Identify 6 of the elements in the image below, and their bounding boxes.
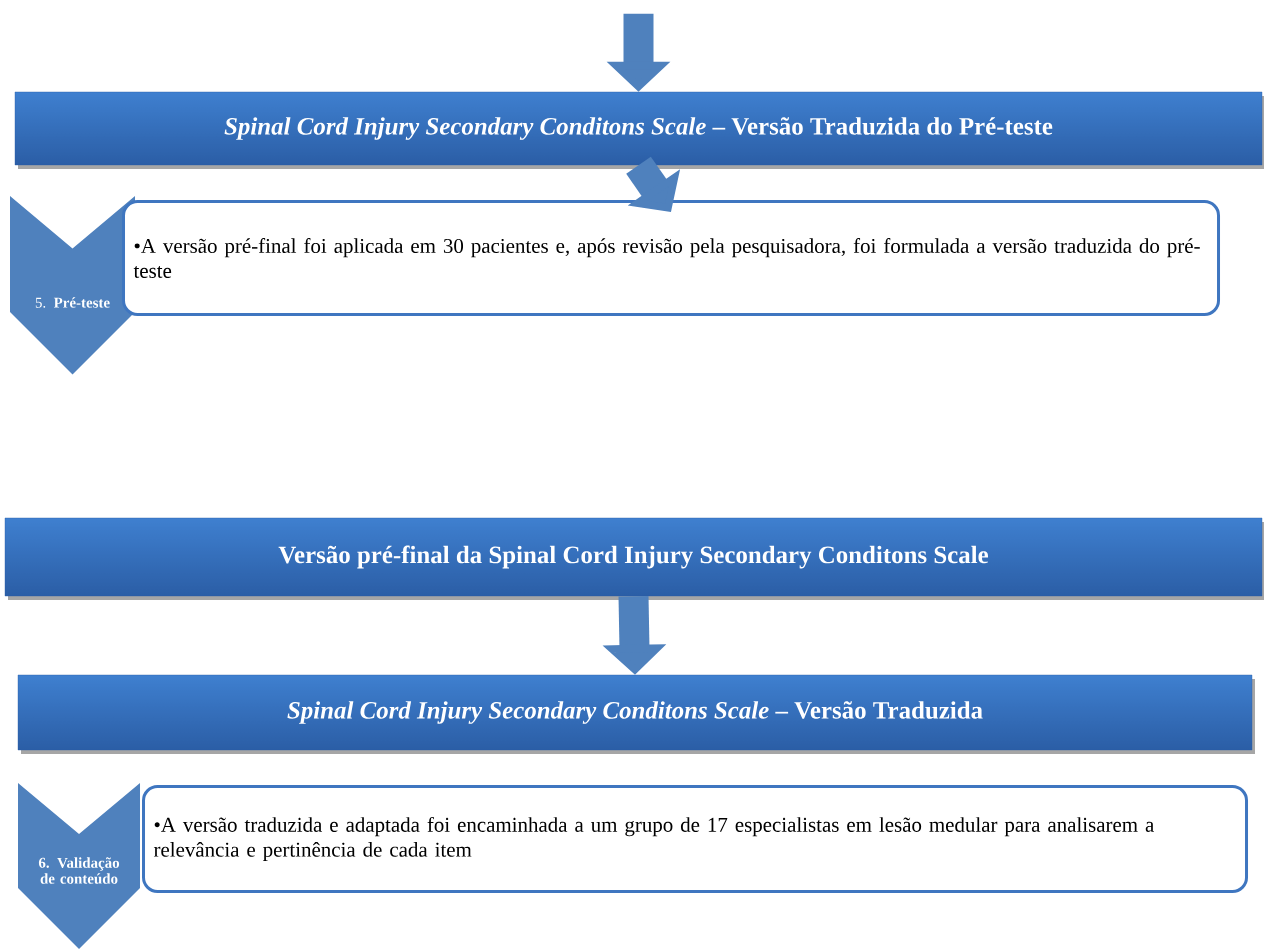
text-box: •A versão pré-final foi aplicada em 30 pacientes e, após revisão pela pesquisadora, foi formulada a versão traduzida do pré-teste	[122, 200, 1220, 316]
banner: Spinal Cord Injury Secondary Conditons Scale – Versão Traduzida do Pré-teste	[14, 91, 1264, 169]
banner: Versão pré-final da Spinal Cord Injury Secondary Conditons Scale	[4, 517, 1264, 600]
block-arrow	[626, 156, 681, 212]
banner: Spinal Cord Injury Secondary Conditons Scale – Versão Traduzida	[17, 674, 1255, 754]
text-box: •A versão traduzida e adaptada foi encaminhada a um grupo de 17 especialistas em lesão medular para analisarem a relevância e pertinência de cada item	[142, 785, 1248, 893]
